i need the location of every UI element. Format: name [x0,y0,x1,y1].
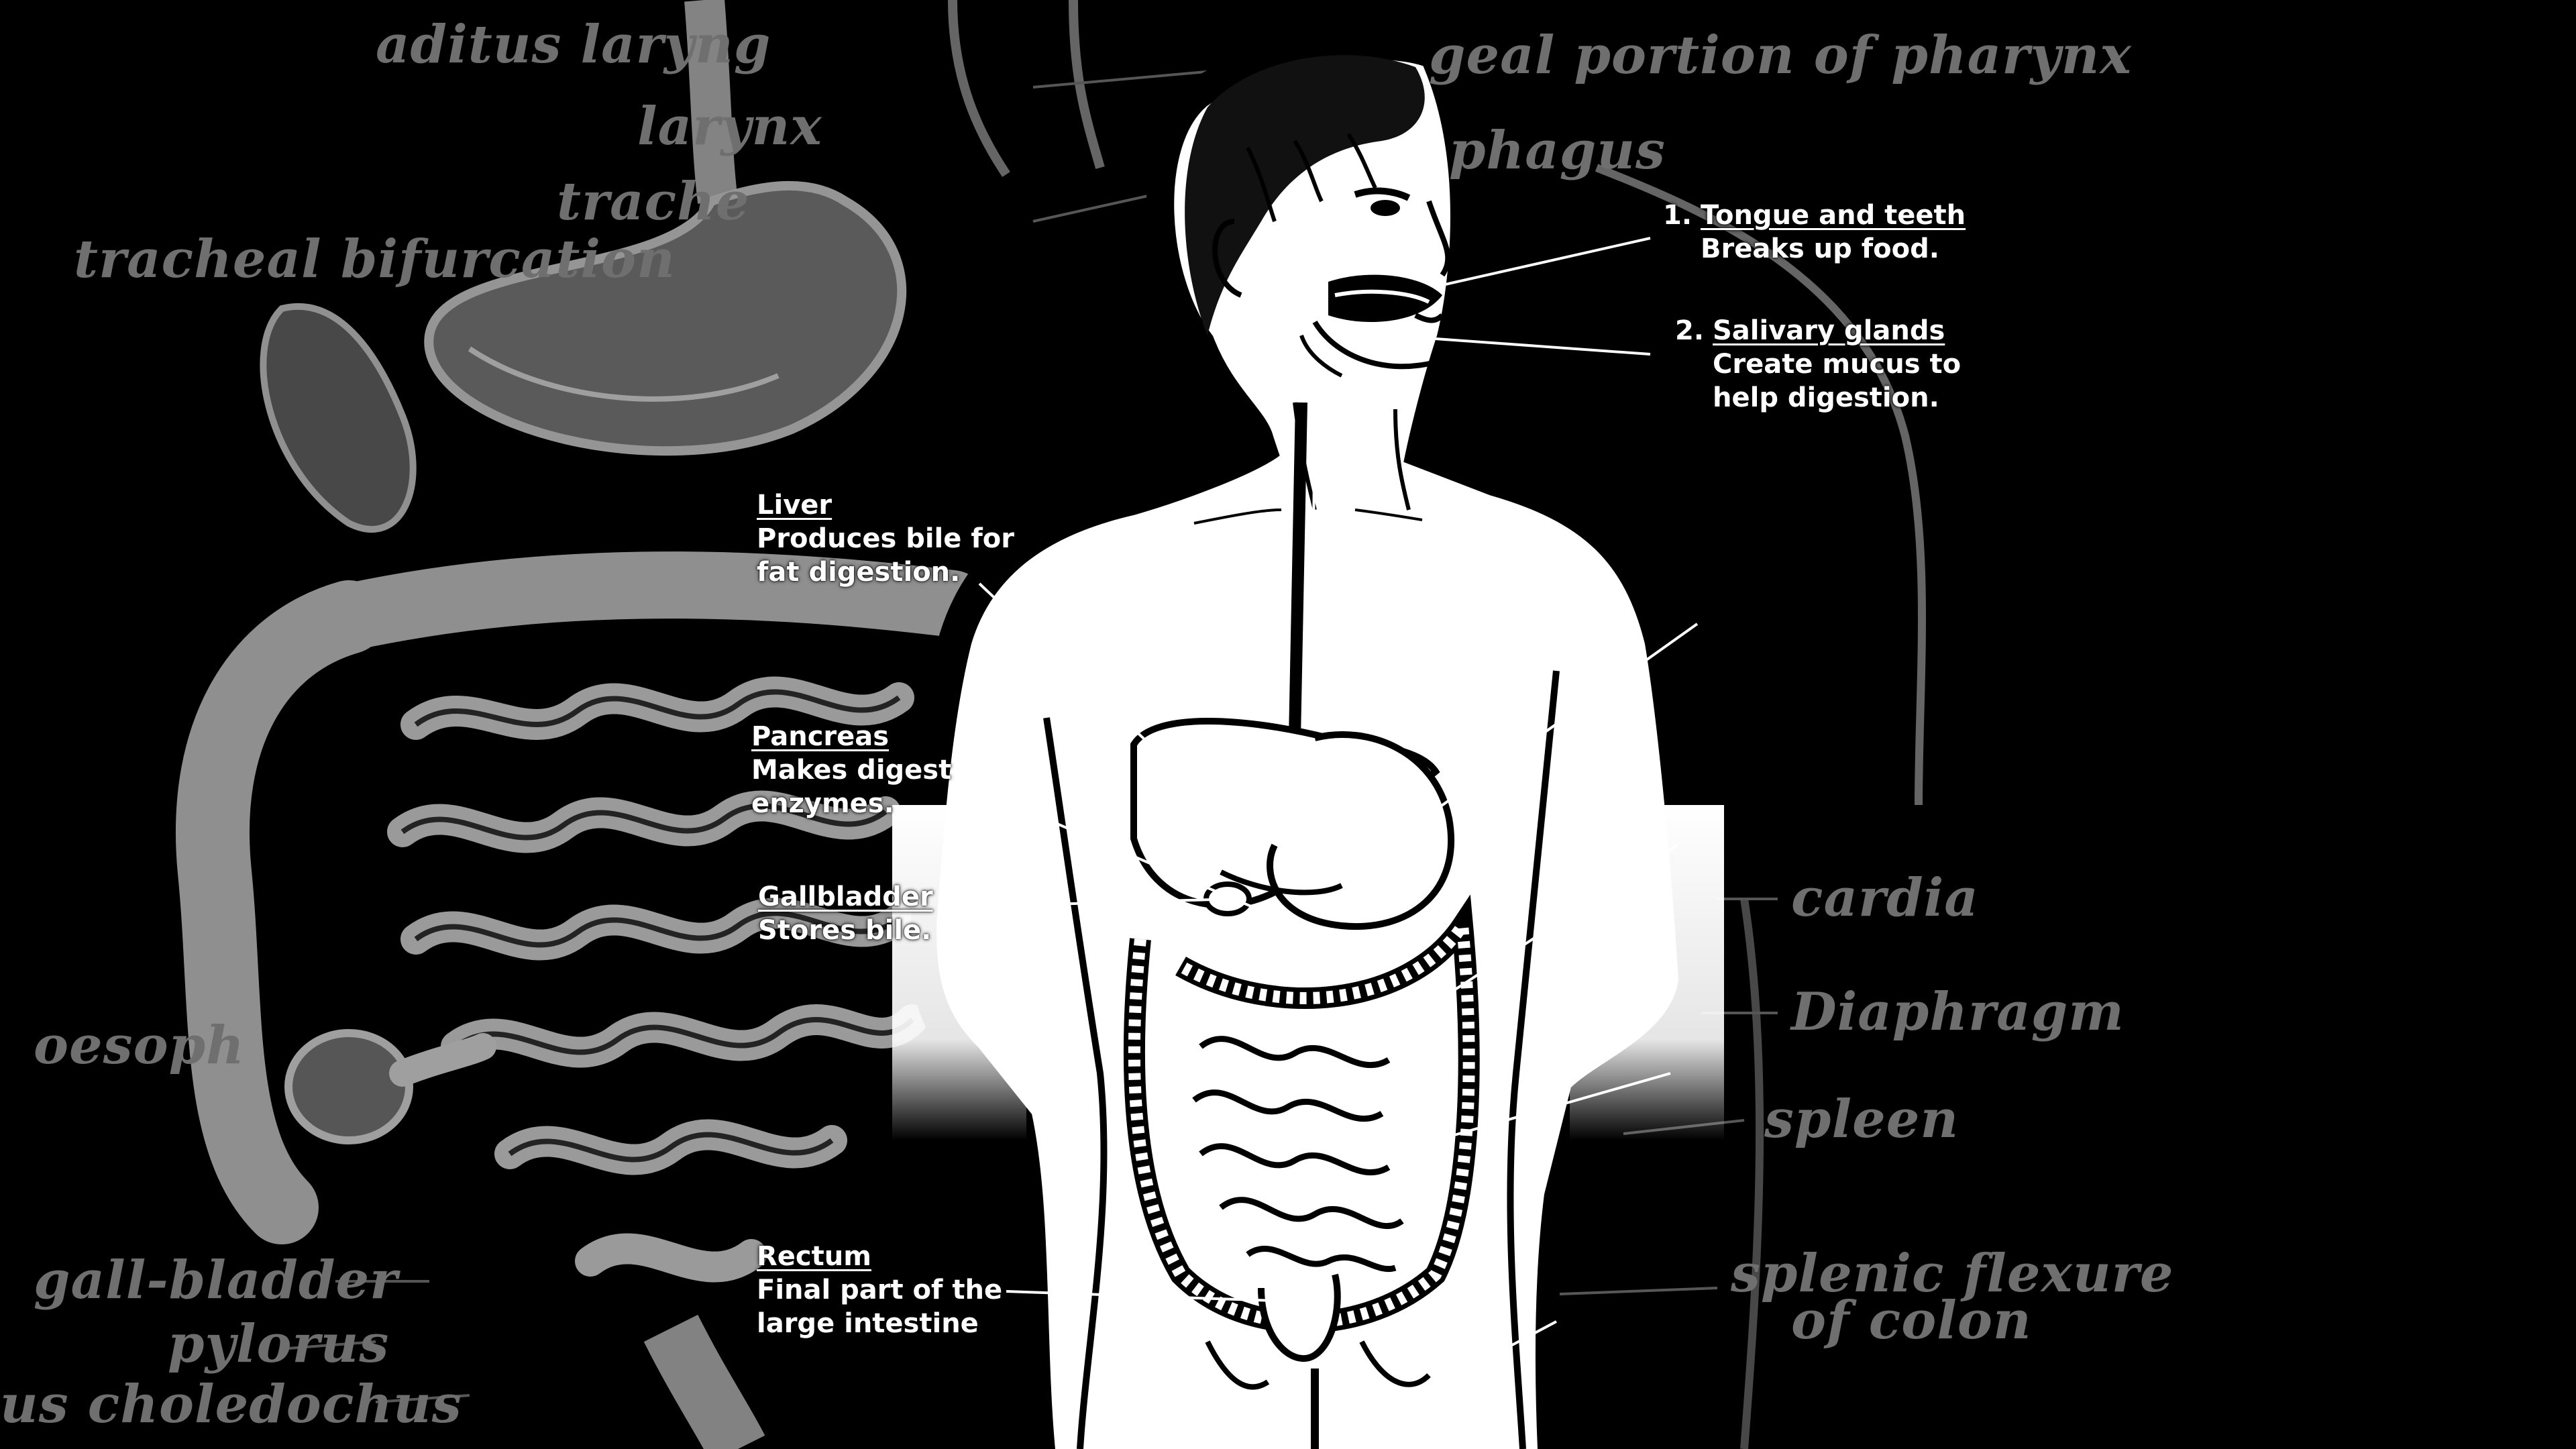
label-number: 1. [1663,200,1693,231]
organ-description: enzymes. [751,788,894,819]
organ-description: Create mucus to [1713,349,1962,380]
organ-description: Produces bile for [757,523,1014,554]
organ-description: fat digestion. [757,557,961,588]
organ-name: Tongue and teeth [1701,200,1966,231]
label-spleen: spleen [1764,1089,1960,1150]
label-pharynx: geal portion of pharynx [1429,25,2132,86]
organ-description: Stores bile. [758,915,932,946]
organ-name: Liver [757,490,833,521]
label-trachea: trache [557,171,750,232]
organ-description: Final part of the [757,1275,1003,1305]
small-intestine [1192,1036,1404,1273]
label-tongue-and-teeth: 1. Tongue and teeth Breaks up food. [1663,199,1966,266]
label-splenic-flexure: splenic flexure [1731,1243,2174,1304]
organ-name: Rectum [757,1241,871,1272]
label-larynx: larynx [637,96,822,157]
label-number: 2. [1675,315,1705,346]
label-pylorus: pylorus [168,1313,390,1375]
label-salivary-glands: 2. Salivary glands Create mucus to help … [1675,314,1962,415]
organ-description: help digestion. [1713,382,1939,413]
organ-description: Breaks up food. [1701,233,1939,264]
label-aditus-laryngis: aditus laryng [376,14,771,75]
organ-description: Makes digest [751,755,952,786]
human-figure [892,34,1724,1449]
label-tracheal-bifurcation: tracheal bifurcation [74,229,676,290]
label-pancreas: Pancreas Makes digest enzymes. [751,720,951,820]
label-liver: Liver Produces bile for fat digestion. [757,488,1014,589]
organ-name: Salivary glands [1713,315,1945,346]
label-diaphragm: Diaphragm [1791,981,2125,1042]
label-of-colon: of colon [1791,1290,2032,1351]
background-anatomy-drawing [176,0,1926,1449]
leader-lines [959,237,1699,1437]
organ-description: large intestine [757,1308,979,1339]
label-oesophagus: oesoph [34,1015,245,1076]
label-ductus-choledochus: us choledochus [0,1374,462,1435]
label-rectum: Rectum Final part of the large intestine [757,1240,1002,1340]
label-gall-bladder: gall-bladder [34,1250,398,1311]
label-gallbladder: Gallbladder Stores bile. [758,880,933,947]
label-cardia: cardia [1791,867,1979,928]
label-esophagus: phagus [1449,120,1666,181]
organ-name: Gallbladder [758,881,933,912]
organ-name: Pancreas [751,721,890,752]
